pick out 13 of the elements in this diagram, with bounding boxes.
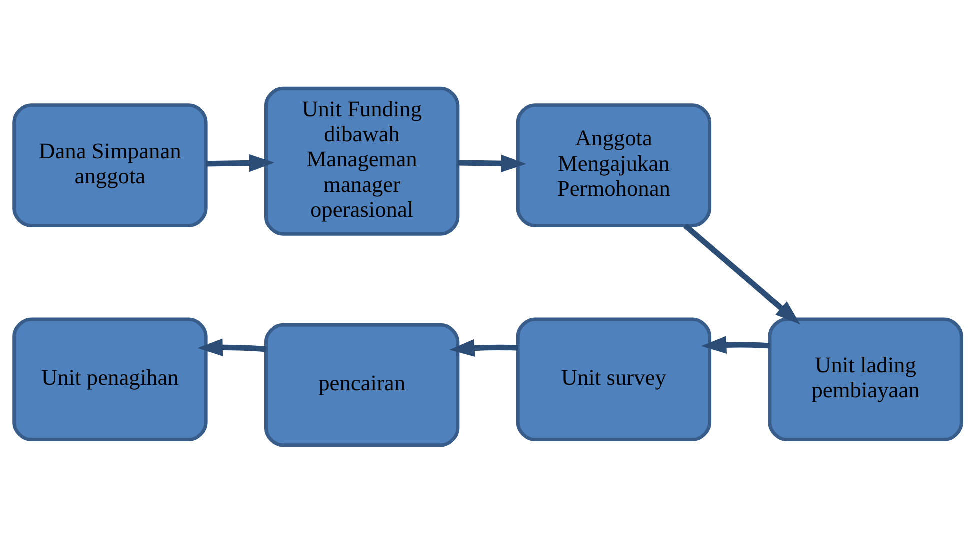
node-box: Dana Simpanan anggota xyxy=(12,103,208,227)
node-box: Anggota Mengajukan Permohonan xyxy=(516,103,712,227)
node-box: Unit lading pembiayaan xyxy=(768,317,964,442)
node-box: Unit Funding dibawah Manageman manager operasional xyxy=(264,86,460,236)
arrow xyxy=(458,154,527,172)
arrow xyxy=(684,223,800,324)
node-box: pencairan xyxy=(264,322,460,447)
arrow xyxy=(701,336,770,354)
arrow xyxy=(198,338,266,356)
node-box: Unit survey xyxy=(516,317,712,442)
arrow xyxy=(206,154,275,172)
node-box: Unit penagihan xyxy=(12,317,208,442)
arrow xyxy=(450,338,518,357)
